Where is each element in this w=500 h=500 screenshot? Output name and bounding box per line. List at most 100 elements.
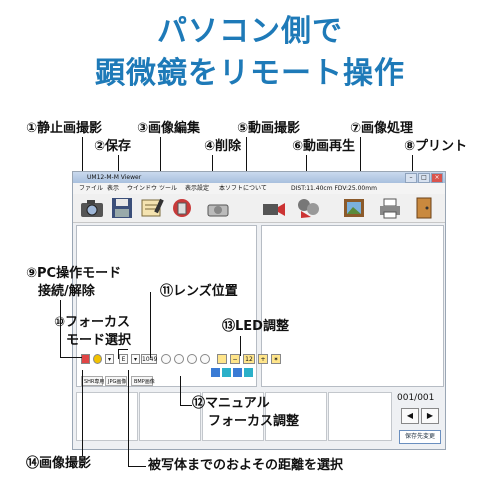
leader-line <box>60 300 61 358</box>
minimize-button[interactable]: – <box>405 173 417 183</box>
tab-shr[interactable]: SHR専用 <box>81 376 104 386</box>
pc-mode-indicator-icon <box>93 354 102 364</box>
image-edit-button[interactable] <box>139 196 165 220</box>
callout-video-playback: ⑥動画再生 <box>292 139 356 154</box>
menu-display-settings[interactable]: 表示設定 <box>185 185 210 192</box>
delete-button[interactable] <box>169 196 195 220</box>
leader-line <box>180 405 192 406</box>
menu-file[interactable]: ファイル <box>79 185 104 192</box>
thumbnail-slot[interactable] <box>202 392 264 441</box>
menu-bar: ファイル 表示 ウインドウ ツール 表示設定 本ソフトについて DIST:11.… <box>73 183 445 194</box>
callout-lens-position: ⑪レンズ位置 <box>160 284 238 299</box>
callout-distance-select: 被写体までのおよその距離を選択 <box>148 458 344 473</box>
prev-page-button[interactable]: ◀ <box>401 408 419 424</box>
trash-icon <box>173 199 191 217</box>
still-capture-button[interactable] <box>79 196 105 220</box>
exit-button[interactable] <box>205 196 231 220</box>
manual-focus-near-step-button[interactable] <box>174 354 184 364</box>
lens-position-value: 1049 <box>141 354 158 364</box>
focus-mode-dropdown[interactable]: ▾ <box>105 354 114 364</box>
toolbar <box>73 194 445 223</box>
focus-mode-icon[interactable]: E <box>119 354 128 364</box>
window-title: UM12-M-M Viewer <box>87 174 142 181</box>
tab-bmp[interactable]: BMP画像 <box>131 376 155 386</box>
floppy-icon <box>112 198 132 218</box>
leader-line <box>180 376 181 406</box>
pc-mode-toggle[interactable] <box>81 354 90 364</box>
led-up-button[interactable]: + <box>258 354 268 364</box>
print-button[interactable] <box>377 196 403 220</box>
led-swatch[interactable] <box>244 368 253 377</box>
door-icon <box>416 197 432 219</box>
led-down-button[interactable]: − <box>230 354 240 364</box>
leader-line <box>118 349 128 350</box>
led-off-button[interactable] <box>217 354 227 364</box>
callout-delete: ④削除 <box>204 139 242 154</box>
leader-line <box>128 466 146 467</box>
video-camera-icon <box>263 203 285 216</box>
callout-pc-mode-2: 接続/解除 <box>38 284 95 299</box>
callout-manual-focus-1: ⑫マニュアル <box>192 396 270 411</box>
leader-line <box>360 137 361 195</box>
video-playback-button[interactable] <box>295 196 321 220</box>
headline-line1: パソコン側で <box>157 14 343 49</box>
led-swatch[interactable] <box>233 368 242 377</box>
control-row: ▾ E ▾ 1049 − 12 + ✶ <box>81 352 281 366</box>
title-bar: UM12-M-M Viewer – □ × <box>73 172 445 183</box>
leader-line <box>60 357 82 358</box>
manual-focus-far-button[interactable] <box>200 354 210 364</box>
leader-line <box>128 370 129 466</box>
callout-still-capture: ①静止画撮影 <box>26 121 103 136</box>
led-swatch[interactable] <box>211 368 220 377</box>
save-button[interactable] <box>109 196 135 220</box>
callout-print: ⑧プリント <box>404 139 468 154</box>
thumbnail-slot[interactable] <box>328 392 392 441</box>
leader-line <box>150 292 151 358</box>
focus-dropdown-arrow-icon[interactable]: ▾ <box>131 354 140 364</box>
video-capture-button[interactable] <box>261 196 287 220</box>
photo-frame-icon <box>344 199 364 217</box>
thumbnail-slot[interactable] <box>265 392 327 441</box>
led-level: 12 <box>243 354 255 364</box>
change-save-location-button[interactable]: 保存先変更 <box>399 430 441 444</box>
callout-save: ②保存 <box>94 139 132 154</box>
callout-led-adjust: ⑬LED調整 <box>222 319 289 334</box>
thumbnail-slot[interactable] <box>76 392 138 441</box>
close-button[interactable]: × <box>431 173 443 183</box>
menu-window[interactable]: ウインドウ <box>127 185 158 192</box>
leader-line <box>240 336 241 356</box>
callout-focus-mode-2: モード選択 <box>66 333 132 348</box>
page-indicator: 001/001 <box>397 393 435 403</box>
callout-pc-mode-1: ⑨PC操作モード <box>26 266 122 281</box>
film-reel-icon <box>298 199 319 218</box>
headline-line2: 顕微鏡をリモート操作 <box>95 56 405 91</box>
menu-about[interactable]: 本ソフトについて <box>219 185 267 192</box>
leader-line <box>246 137 247 195</box>
edit-icon <box>141 198 164 217</box>
callout-video-capture: ⑤動画撮影 <box>237 121 301 136</box>
callout-capture: ⑭画像撮影 <box>26 456 92 471</box>
manual-focus-far-step-button[interactable] <box>187 354 197 364</box>
maximize-button[interactable]: □ <box>418 173 430 183</box>
callout-focus-mode-1: ⑩フォーカス <box>54 315 131 330</box>
preview-pane-right[interactable] <box>261 225 444 387</box>
image-processing-button[interactable] <box>341 196 367 220</box>
callout-image-edit: ③画像編集 <box>137 121 201 136</box>
camera-icon <box>81 200 103 217</box>
exit-door-button[interactable] <box>411 196 437 220</box>
scanner-icon <box>207 204 229 217</box>
callout-image-processing: ⑦画像処理 <box>350 121 414 136</box>
status-readout: DIST:11.40cm FDV:25.00mm <box>291 185 377 192</box>
manual-focus-near-button[interactable] <box>161 354 171 364</box>
menu-view[interactable]: 表示 <box>107 185 120 192</box>
leader-line <box>82 137 83 195</box>
leader-line <box>118 349 119 359</box>
led-swatch[interactable] <box>222 368 231 377</box>
menu-tools[interactable]: ツール <box>159 185 178 192</box>
led-on-icon[interactable]: ✶ <box>271 354 281 364</box>
tab-jpg[interactable]: JPG画像 <box>105 376 127 386</box>
thumbnail-slot[interactable] <box>139 392 201 441</box>
app-window: UM12-M-M Viewer – □ × ファイル 表示 ウインドウ ツール … <box>72 171 446 450</box>
next-page-button[interactable]: ▶ <box>421 408 439 424</box>
led-color-row <box>211 368 279 377</box>
